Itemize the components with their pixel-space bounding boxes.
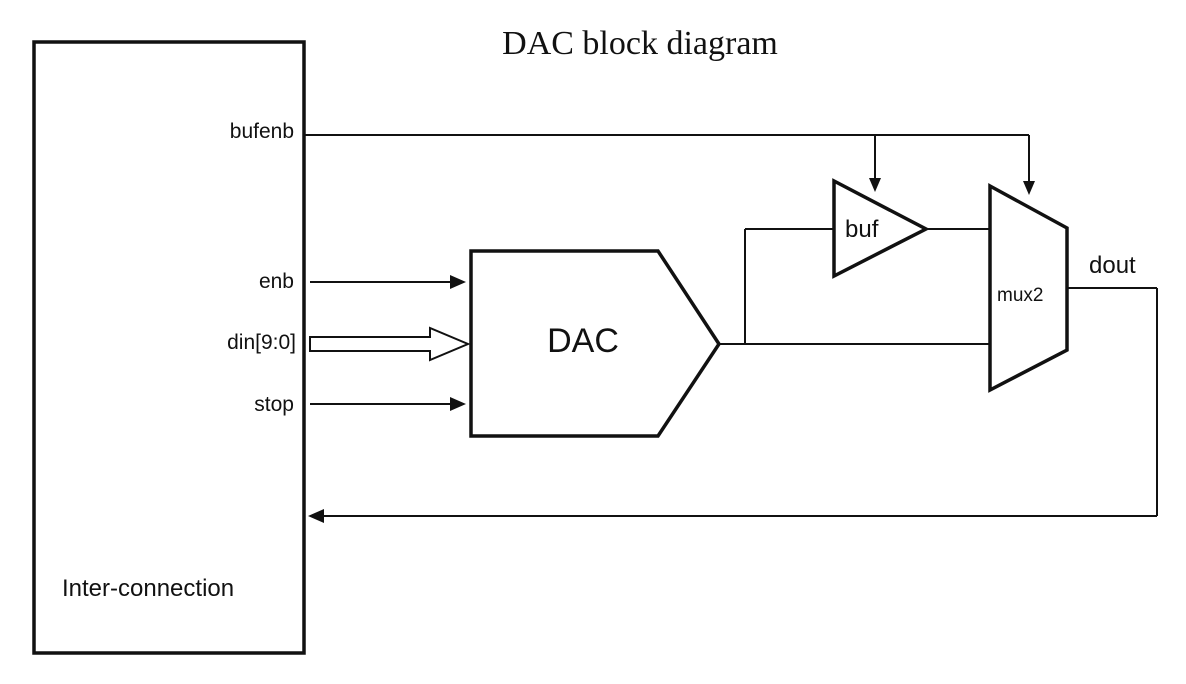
bufenb-wire bbox=[305, 134, 1035, 195]
interconnect-label: Inter-connection bbox=[62, 575, 234, 602]
mux2-label: mux2 bbox=[997, 285, 1043, 306]
dac-output-wire bbox=[719, 228, 990, 345]
bufenb-label: bufenb bbox=[230, 120, 294, 143]
stop-label: stop bbox=[254, 393, 294, 416]
dac-label: DAC bbox=[547, 322, 619, 360]
interconnect-block bbox=[32, 40, 306, 655]
din-label: din[9:0] bbox=[227, 331, 296, 354]
stop-wire bbox=[310, 397, 466, 411]
enb-wire bbox=[310, 275, 466, 289]
mux2-block bbox=[988, 183, 1069, 393]
enb-label: enb bbox=[259, 270, 294, 293]
dout-feedback-wire bbox=[308, 287, 1158, 523]
dac-block bbox=[469, 249, 722, 438]
diagram-title: DAC block diagram bbox=[502, 25, 778, 62]
dout-label: dout bbox=[1089, 252, 1136, 279]
buf-block bbox=[832, 178, 930, 279]
din-bus-arrow bbox=[309, 326, 471, 362]
buf-label: buf bbox=[845, 216, 879, 243]
